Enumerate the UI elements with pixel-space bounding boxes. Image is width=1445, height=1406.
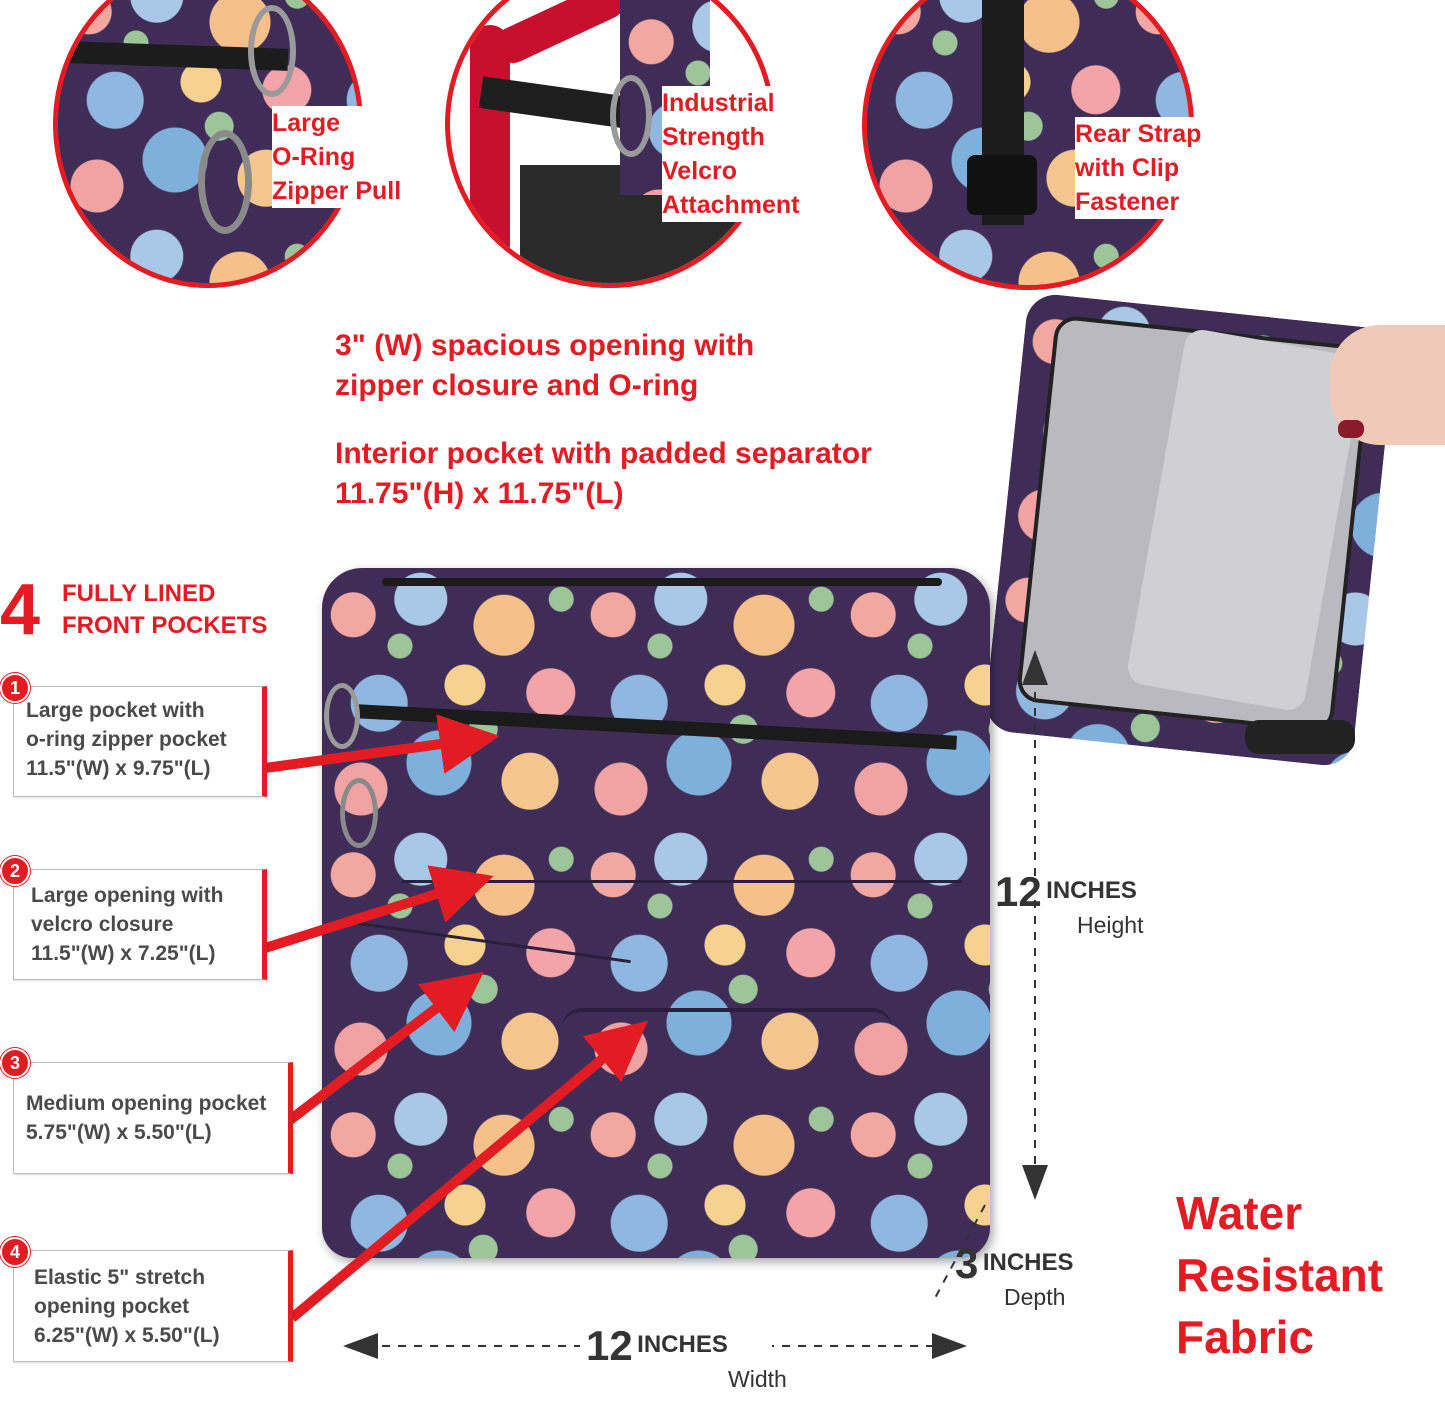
pocket-2-line: Large opening with <box>31 884 224 907</box>
hand-image <box>1330 325 1445 445</box>
depth-dimension: 3 INCHES Depth <box>955 1240 1095 1311</box>
pocket-callout-4: Elastic 5" stretch opening pocket 6.25"(… <box>13 1250 293 1362</box>
depth-unit: INCHES <box>982 1249 1074 1276</box>
width-arrow-left <box>343 1333 378 1359</box>
height-unit: INCHES <box>1046 877 1137 904</box>
o-ring-icon <box>248 5 296 97</box>
pocket-badge-1: 1 <box>0 673 30 703</box>
depth-label: Depth <box>1004 1284 1066 1310</box>
feature-label-strap: Rear Strap with Clip Fastener <box>1075 117 1215 219</box>
pocket-2-line: velcro closure <box>31 913 174 936</box>
strap-graphic <box>1245 720 1355 754</box>
depth-dim-line <box>934 1204 986 1299</box>
walker-frame-graphic <box>470 25 510 265</box>
pocket-4-line: 6.25"(W) x 5.50"(L) <box>34 1324 220 1347</box>
height-arrow-top <box>1022 650 1048 685</box>
o-ring-icon <box>198 130 252 234</box>
height-arrow-bottom <box>1022 1165 1048 1200</box>
elastic-pocket <box>562 1008 892 1212</box>
arrow-pocket-1 <box>264 714 500 774</box>
pocket-seam <box>402 880 962 883</box>
pocket-4-line: Elastic 5" stretch <box>34 1266 206 1289</box>
arrow-pocket-4 <box>288 1020 649 1322</box>
feature-label-velcro: Industrial Strength Velcro Attachment <box>662 86 812 222</box>
pockets-header-label: FULLY LINED FRONT POCKETS <box>62 580 268 639</box>
width-value: 12 <box>586 1322 633 1369</box>
pocket-callout-3: Medium opening pocket 5.75"(W) x 5.50"(L… <box>13 1062 293 1174</box>
width-dimension: 12 INCHES Width <box>580 1322 787 1393</box>
o-ring-icon <box>324 683 360 749</box>
fabric-feature: Water Resistant Fabric <box>1176 1187 1384 1363</box>
height-dimension: 12 INCHES Height <box>995 868 1165 939</box>
depth-value: 3 <box>955 1240 979 1287</box>
opening-description: 3" (W) spacious opening with zipper clos… <box>335 329 755 402</box>
pocket-3-line: 5.75"(W) x 5.50"(L) <box>26 1121 212 1144</box>
buckle-icon <box>967 155 1037 215</box>
height-value: 12 <box>995 868 1042 915</box>
fingernail <box>1338 420 1364 438</box>
pocket-callout-1: Large pocket with o-ring zipper pocket 1… <box>13 686 267 797</box>
feature-label-oring: Large O-Ring Zipper Pull <box>272 106 412 208</box>
width-label: Width <box>728 1366 787 1392</box>
pocket-2-line: 11.5"(W) x 7.25"(L) <box>31 942 216 965</box>
pocket-3-line: Medium opening pocket <box>26 1092 267 1115</box>
pocket-badge-4: 4 <box>0 1237 30 1267</box>
width-arrow-right <box>932 1333 967 1359</box>
pocket-callout-2: Large opening with velcro closure 11.5"(… <box>13 869 267 980</box>
pocket-4-line: opening pocket <box>34 1295 190 1318</box>
pocket-1-line: Large pocket with <box>26 699 205 722</box>
arrow-pocket-3 <box>286 971 484 1124</box>
top-zipper <box>382 578 942 586</box>
height-label: Height <box>1077 912 1144 938</box>
o-ring-icon <box>340 778 378 848</box>
o-ring-icon <box>610 75 652 157</box>
arrow-pocket-2 <box>263 865 494 953</box>
interior-description: Interior pocket with padded separator 11… <box>335 437 872 510</box>
pocket-badge-3: 3 <box>0 1048 30 1078</box>
pocket-badge-2: 2 <box>0 856 30 886</box>
width-unit: INCHES <box>637 1331 728 1358</box>
pocket-1-line: o-ring zipper pocket <box>26 728 227 751</box>
pockets-count: 4 <box>0 570 41 650</box>
open-bag-image <box>983 290 1397 769</box>
pocket-1-line: 11.5"(W) x 9.75"(L) <box>26 757 211 780</box>
